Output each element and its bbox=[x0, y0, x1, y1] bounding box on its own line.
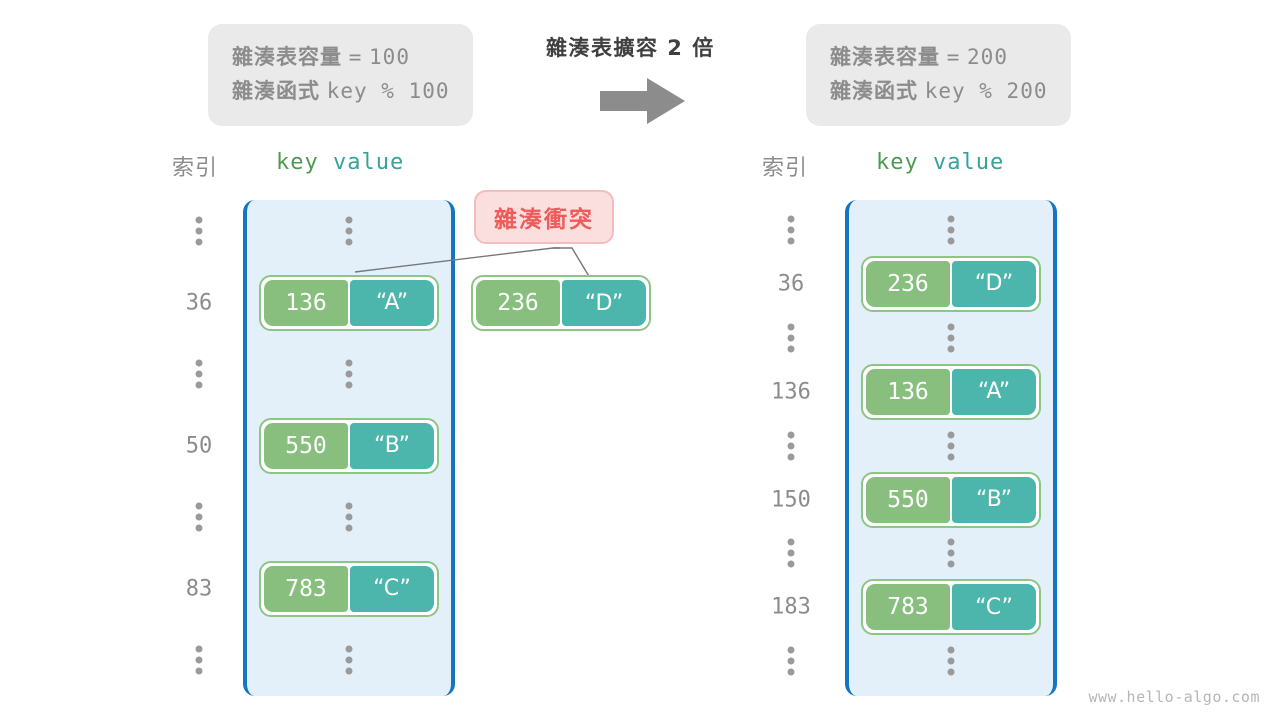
before-key-header: key bbox=[276, 150, 319, 175]
index-ellipsis bbox=[195, 645, 203, 675]
bucket-ellipsis-icon bbox=[947, 323, 955, 353]
ellipsis-icon bbox=[787, 646, 795, 676]
before-function-label: 雜湊函式 bbox=[232, 79, 320, 104]
ellipsis-icon bbox=[195, 645, 203, 675]
after-index-header: 索引 bbox=[762, 156, 809, 181]
after-capacity-line: 雜湊表容量 = 200 bbox=[830, 40, 1047, 74]
bucket-entry-key: 136 bbox=[264, 279, 348, 326]
after-function-expr: key % 200 bbox=[924, 79, 1048, 104]
before-index-header: 索引 bbox=[172, 156, 219, 181]
bucket-ellipsis-icon bbox=[947, 538, 955, 568]
bucket-entry-key: 136 bbox=[866, 368, 950, 415]
ellipsis-icon bbox=[787, 538, 795, 568]
bucket-ellipsis-icon bbox=[345, 216, 353, 246]
orphan-entry-key: 236 bbox=[476, 280, 560, 326]
after-function-label: 雜湊函式 bbox=[830, 79, 918, 104]
resize-label: 雜湊表擴容 2 倍 bbox=[546, 36, 715, 60]
bucket-ellipsis-icon bbox=[345, 645, 353, 675]
index-ellipsis bbox=[787, 323, 795, 353]
index-ellipsis bbox=[195, 216, 203, 246]
before-capacity-value: 100 bbox=[369, 45, 410, 69]
bucket-entry-value: “B” bbox=[952, 476, 1036, 523]
collision-badge: 雜湊衝突 bbox=[474, 190, 614, 244]
bucket-index-label: 150 bbox=[771, 487, 811, 512]
bucket-entry-pair[interactable]: 550“B” bbox=[861, 471, 1041, 528]
bucket-ellipsis-icon bbox=[345, 502, 353, 532]
ellipsis-icon bbox=[787, 215, 795, 245]
after-capacity-label: 雜湊表容量 bbox=[830, 45, 940, 69]
ellipsis-icon bbox=[195, 216, 203, 246]
after-key-header: key bbox=[876, 150, 919, 175]
bucket-ellipsis-icon bbox=[947, 215, 955, 245]
bucket-ellipsis-icon bbox=[947, 646, 955, 676]
orphan-entry-pair[interactable]: 236 “D” bbox=[471, 275, 651, 331]
before-kv-header: key value bbox=[276, 150, 404, 175]
after-capacity-eq: = bbox=[946, 45, 961, 69]
index-ellipsis bbox=[195, 359, 203, 389]
bucket-ellipsis-icon bbox=[345, 359, 353, 389]
before-info-capsule: 雜湊表容量 = 100 雜湊函式 key % 100 bbox=[208, 24, 474, 127]
bucket-index-label: 83 bbox=[185, 576, 213, 601]
before-capacity-eq: = bbox=[348, 45, 363, 69]
index-ellipsis bbox=[195, 502, 203, 532]
bucket-entry-key: 236 bbox=[866, 260, 950, 307]
arrow-right-icon bbox=[600, 78, 685, 124]
bucket-entry-value: “B” bbox=[350, 422, 434, 469]
bucket-entry-key: 783 bbox=[264, 565, 348, 612]
bucket-entry-key: 783 bbox=[866, 584, 950, 631]
before-function-line: 雜湊函式 key % 100 bbox=[232, 74, 449, 108]
ellipsis-icon bbox=[195, 359, 203, 389]
index-ellipsis bbox=[787, 646, 795, 676]
bucket-entry-value: “D” bbox=[952, 260, 1036, 307]
watermark: www.hello-algo.com bbox=[1088, 688, 1260, 706]
bucket-entry-pair[interactable]: 783“C” bbox=[861, 579, 1041, 636]
bucket-entry-pair[interactable]: 783“C” bbox=[259, 560, 439, 617]
bucket-ellipsis-icon bbox=[947, 431, 955, 461]
bucket-entry-key: 550 bbox=[866, 476, 950, 523]
after-value-header: value bbox=[933, 150, 1005, 175]
ellipsis-icon bbox=[787, 431, 795, 461]
ellipsis-icon bbox=[787, 323, 795, 353]
before-value-header: value bbox=[333, 150, 405, 175]
bucket-index-label: 136 bbox=[771, 379, 811, 405]
before-function-expr: key % 100 bbox=[326, 79, 450, 104]
before-capacity-label: 雜湊表容量 bbox=[232, 45, 342, 69]
after-capacity-value: 200 bbox=[967, 45, 1008, 69]
bucket-entry-value: “A” bbox=[350, 279, 434, 326]
before-capacity-line: 雜湊表容量 = 100 bbox=[232, 40, 449, 74]
bucket-entry-pair[interactable]: 236“D” bbox=[861, 255, 1041, 312]
after-kv-header: key value bbox=[876, 150, 1004, 175]
bucket-entry-value: “C” bbox=[350, 565, 434, 612]
index-ellipsis bbox=[787, 431, 795, 461]
index-ellipsis bbox=[787, 538, 795, 568]
bucket-entry-value: “C” bbox=[952, 584, 1036, 631]
index-ellipsis bbox=[787, 215, 795, 245]
ellipsis-icon bbox=[195, 502, 203, 532]
bucket-index-label: 36 bbox=[185, 290, 213, 315]
after-info-capsule: 雜湊表容量 = 200 雜湊函式 key % 200 bbox=[806, 24, 1072, 127]
bucket-index-label: 50 bbox=[185, 433, 213, 458]
orphan-entry-value: “D” bbox=[562, 280, 646, 326]
bucket-entry-pair[interactable]: 550“B” bbox=[259, 417, 439, 474]
after-function-line: 雜湊函式 key % 200 bbox=[830, 74, 1047, 108]
bucket-entry-key: 550 bbox=[264, 422, 348, 469]
bucket-entry-value: “A” bbox=[952, 368, 1036, 415]
bucket-index-label: 36 bbox=[777, 271, 805, 297]
bucket-entry-pair[interactable]: 136“A” bbox=[259, 274, 439, 331]
bucket-entry-pair[interactable]: 136“A” bbox=[861, 363, 1041, 420]
bucket-index-label: 183 bbox=[771, 594, 811, 620]
